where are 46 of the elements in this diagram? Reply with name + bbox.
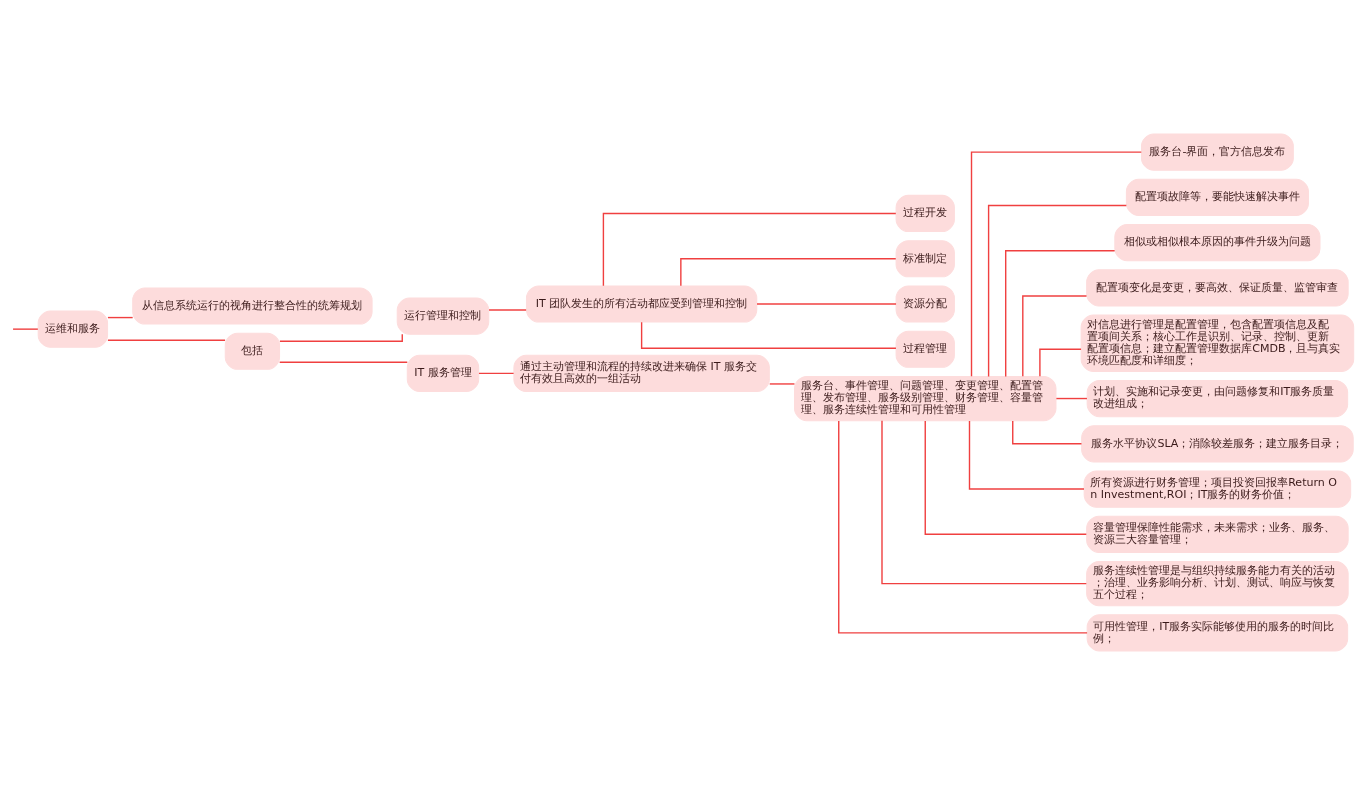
node-box: 包括: [224, 332, 281, 370]
connector: [756, 303, 897, 305]
connector: [1055, 397, 1088, 400]
node-box: IT 团队发生的所有活动都应受到管理和控制: [525, 285, 758, 323]
node-box: IT 服务管理: [406, 354, 480, 392]
connector: [970, 151, 1142, 377]
node-box: 对信息进行管理是配置管理，包含配置项信息及配置项间关系；核心工作是识别、记录、控制、更新配置项信息；建立配置管理数据库CMDB，且与真实环境匹配度和详细度；: [1080, 314, 1355, 372]
connector: [488, 309, 527, 311]
node-box: 可用性管理，IT服务实际能够使用的服务的时间比例；: [1086, 614, 1349, 652]
node-box: 服务台、事件管理、问题管理、变更管理、配置管理、发布管理、服务级别管理、财务管理、容量管理、服务连续性管理和可用性管理: [794, 375, 1057, 422]
connector: [478, 372, 515, 375]
node-box: 相似或相似根本原因的事件升级为问题: [1114, 224, 1321, 262]
connector: [279, 361, 408, 364]
connector: [769, 383, 796, 385]
node-box: 标准制定: [895, 240, 955, 278]
node-box: 计划、实施和记录变更，由问题修复和IT服务质量改进组成；: [1086, 379, 1349, 418]
connector: [279, 333, 403, 342]
node-box: 服务水平协议SLA；消除较差服务；建立服务目录；: [1081, 425, 1354, 463]
connector: [107, 316, 134, 319]
node-box: 运维和服务: [37, 310, 109, 348]
node-box: 容量管理保障性能需求，未来需求；业务、服务、资源三大容量管理；: [1086, 515, 1349, 553]
connector: [881, 420, 1087, 585]
connector: [107, 339, 226, 341]
connector: [602, 212, 897, 287]
connector: [1039, 348, 1082, 377]
node-box: 服务台-界面，官方信息发布: [1140, 133, 1294, 171]
node-box: 运行管理和控制: [396, 297, 490, 335]
connector: [1012, 420, 1083, 445]
node-box: 资源分配: [895, 285, 955, 323]
node-box: 配置项变化是变更，要高效、保证质量、监管审查: [1086, 269, 1349, 307]
node-box: 从信息系统运行的视角进行整合性的统筹规划: [132, 287, 373, 325]
node-box: 服务连续性管理是与组织持续服务能力有关的活动；治理、业务影响分析、计划、测试、响应与恢复五个过程；: [1086, 560, 1349, 607]
connector: [924, 420, 1087, 535]
node-box: 过程管理: [895, 330, 955, 368]
node-box: 通过主动管理和流程的持续改进来确保 IT 服务交付有效且高效的一组活动: [513, 354, 770, 392]
connector: [838, 420, 1088, 634]
connector: [1005, 250, 1116, 378]
connector: [12, 328, 39, 330]
node-box: 过程开发: [895, 194, 955, 233]
connector: [968, 420, 1085, 490]
connector: [987, 204, 1128, 378]
node-box: 配置项故障等，要能快速解决事件: [1125, 178, 1309, 216]
node-box: 所有资源进行财务管理；项目投资回报率Return On Investment,ROI；IT服务的财务价值；: [1083, 470, 1352, 508]
connector: [640, 321, 897, 349]
connector: [1022, 295, 1088, 377]
connector: [680, 258, 897, 287]
